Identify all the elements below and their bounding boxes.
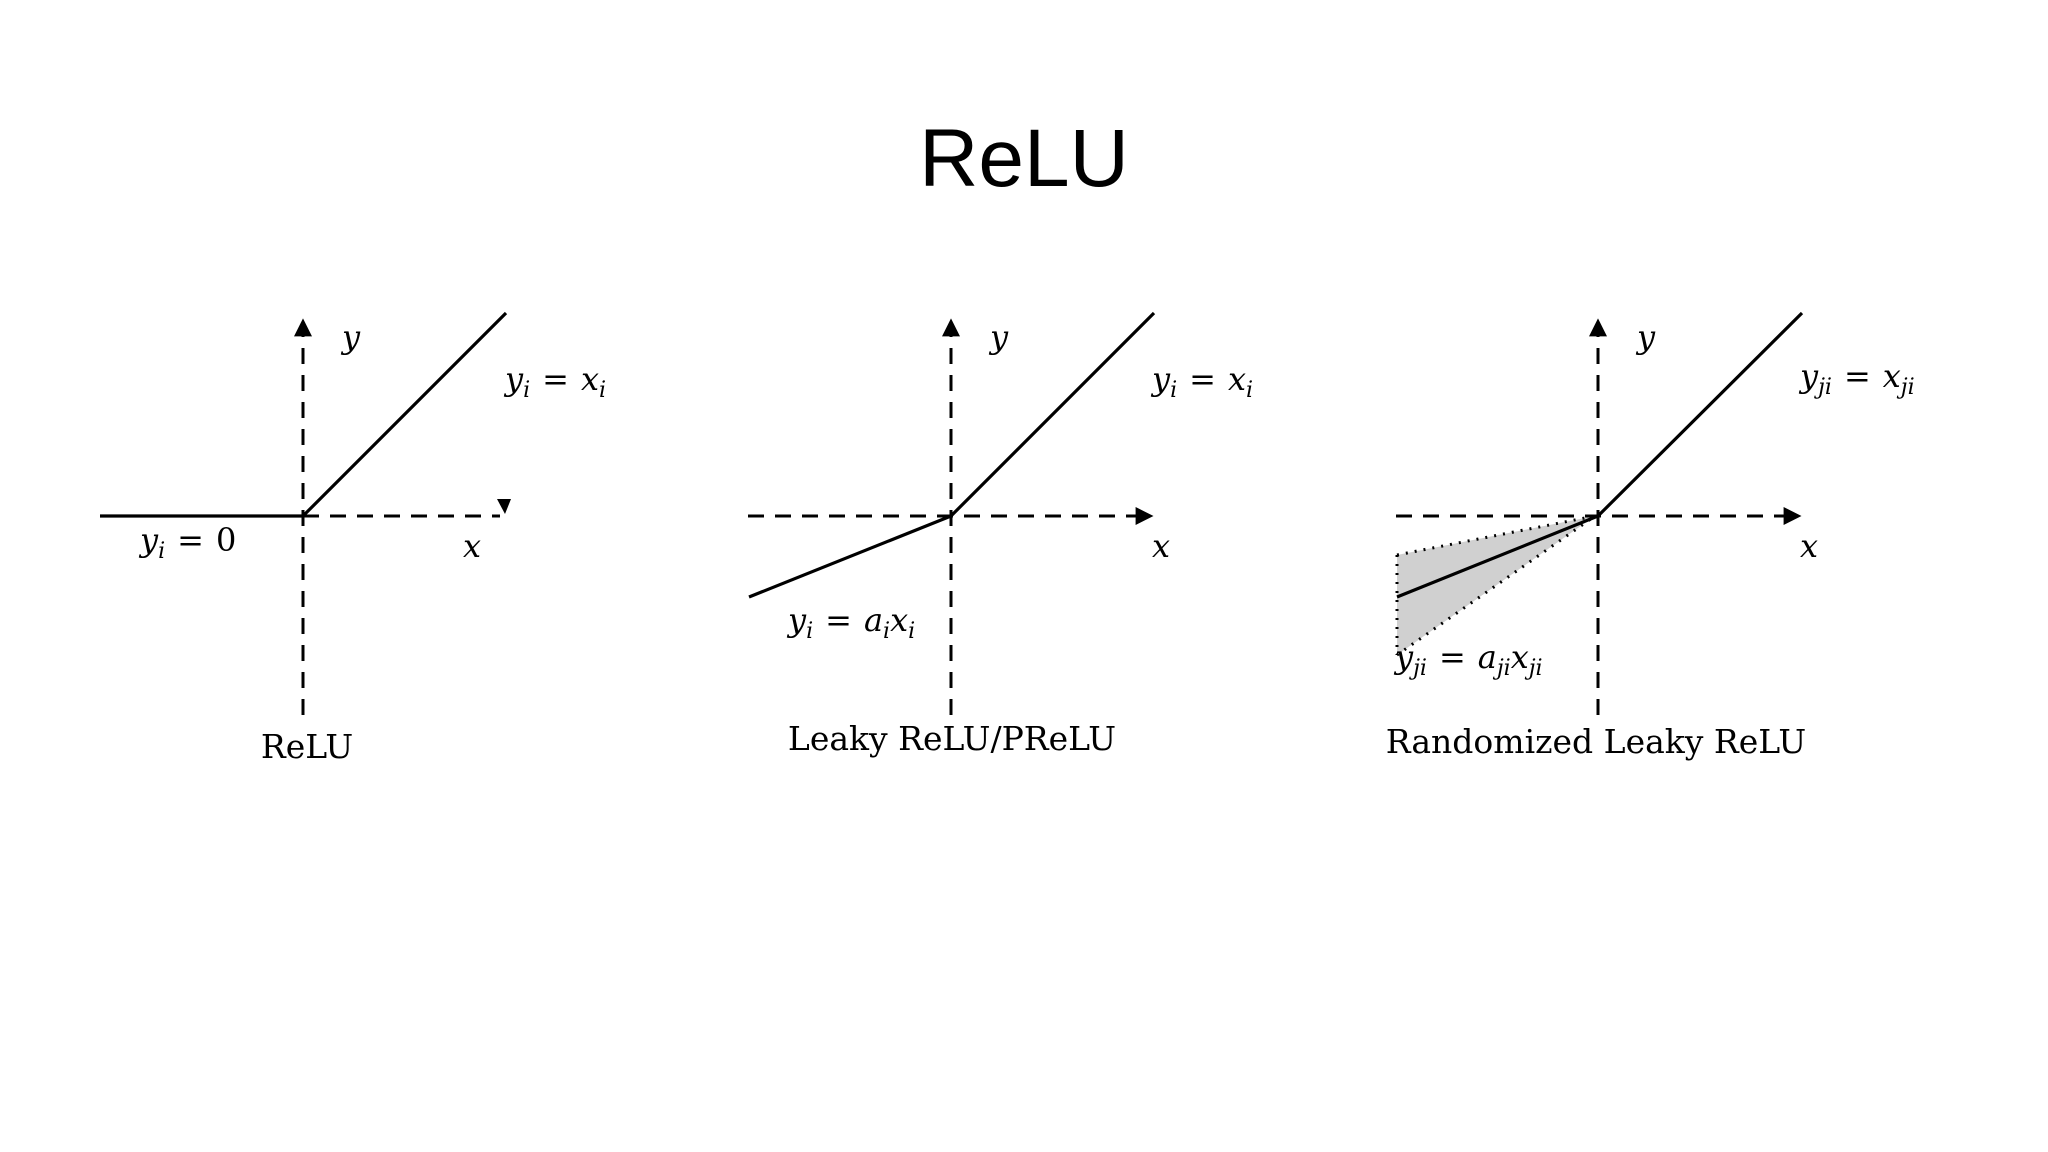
positive-equation: yi=xi [503,360,606,403]
panel-leaky-relu: y x yi=xi yi=aixi Leaky ReLU/PReLU [748,311,1253,758]
positive-equation: yji=xji [1798,357,1915,400]
upper-slope-bound [1396,514,1596,557]
y-axis-label: y [1635,318,1656,356]
negative-branch [1396,514,1599,599]
positive-branch [301,311,508,518]
slide-title: ReLU [919,113,1129,204]
positive-branch [949,311,1156,518]
caption: Randomized Leaky ReLU [1386,722,1806,761]
panel-randomized-leaky-relu: y x yji=xji yji=ajixji Randomized Leaky … [1386,311,1915,761]
y-axis-label: y [340,318,361,356]
negative-equation: yi=aixi [786,601,915,644]
negative-equation: yi=0 [138,521,236,564]
negative-branch [748,514,952,599]
caption: ReLU [261,727,353,766]
x-axis-label: x [1800,527,1818,565]
positive-equation: yi=xi [1150,360,1253,403]
y-axis-label: y [988,318,1009,356]
panel-relu: y x yi=xi yi=0 ReLU [100,311,606,766]
x-axis-arrowhead [497,499,511,514]
positive-branch [1596,311,1804,518]
x-axis-label: x [1152,527,1170,565]
negative-equation: yji=ajixji [1393,638,1543,681]
caption: Leaky ReLU/PReLU [788,719,1116,758]
x-axis-label: x [463,527,481,565]
